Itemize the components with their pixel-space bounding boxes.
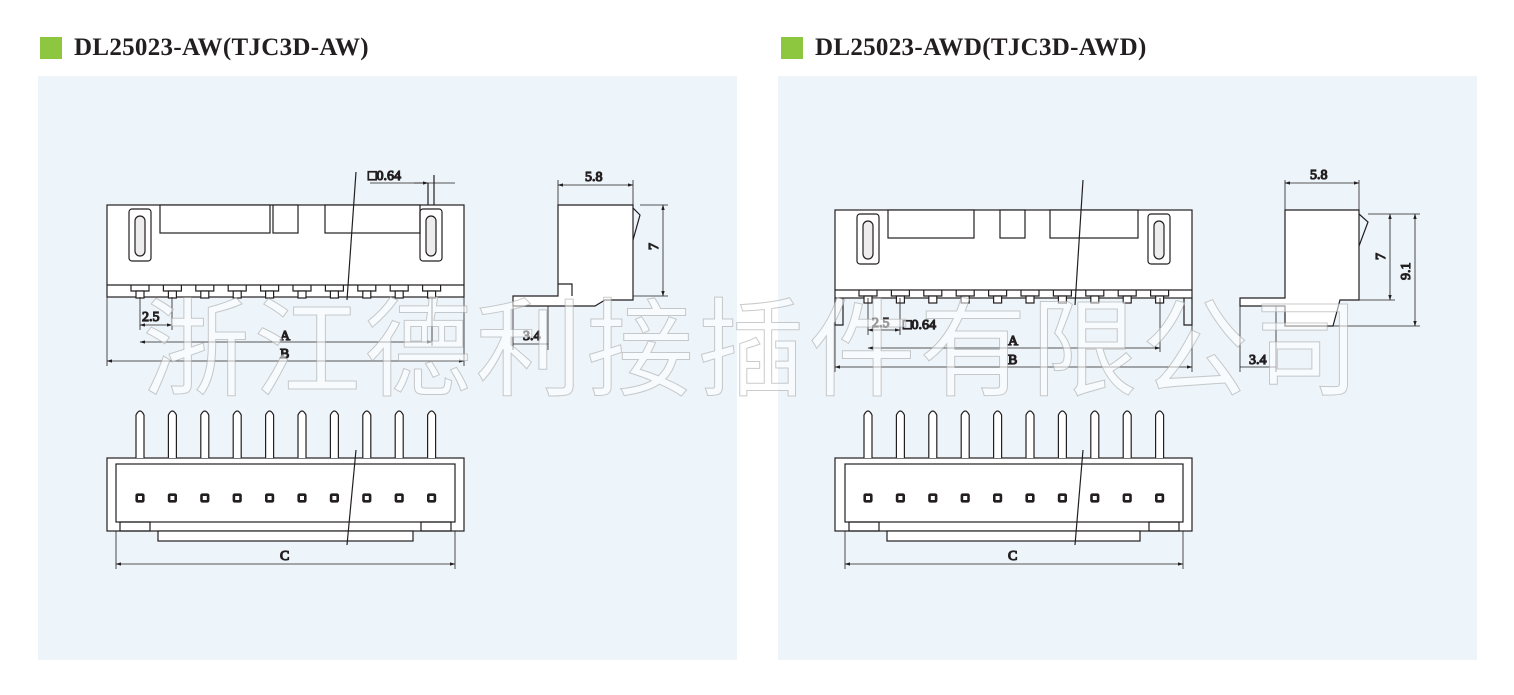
right-side-width-label: 5.8	[1310, 168, 1328, 183]
top-pin	[265, 410, 275, 503]
top-pin	[297, 410, 307, 503]
front-pin-contact	[260, 285, 280, 299]
left-pitch-label: 2.5	[142, 310, 160, 325]
top-pin	[1154, 410, 1165, 503]
front-pin-contact	[357, 285, 377, 299]
top-pin	[1090, 410, 1100, 503]
top-pin	[863, 410, 873, 503]
right-part-number: DL25023-AWD(TJC3D-AWD)	[815, 34, 1147, 61]
right-pitch-label: 2.5	[872, 316, 890, 331]
front-pin-contact	[324, 285, 344, 299]
right-total-height-label: 9.1	[1399, 263, 1414, 281]
front-pin-contact	[227, 285, 247, 299]
top-pin	[1057, 410, 1068, 503]
right-top-view: C	[834, 410, 1193, 569]
right-side-height-label: 7	[1374, 253, 1389, 260]
right-front-view	[834, 179, 1193, 326]
front-pin-contact	[292, 285, 312, 299]
left-section-heading: DL25023-AW(TJC3D-AW)	[40, 33, 369, 63]
right-dim-a-label: A	[1008, 334, 1019, 349]
top-pin	[329, 410, 339, 503]
top-pin	[960, 410, 970, 503]
top-pin	[362, 410, 372, 503]
top-pin	[992, 410, 1003, 503]
left-front-view	[106, 171, 465, 301]
front-pin-contact	[890, 290, 910, 304]
right-dim-b-label: B	[1008, 353, 1017, 368]
top-pin	[1122, 410, 1132, 503]
right-section-heading: DL25023-AWD(TJC3D-AWD)	[781, 33, 1147, 63]
top-pin	[895, 410, 906, 503]
top-pin	[427, 410, 437, 503]
right-side-view: 5.8 7 9.1 3.4	[1239, 167, 1420, 372]
left-dim-a-label: A	[280, 329, 291, 344]
front-pin-contact	[955, 290, 975, 304]
top-pin	[232, 410, 242, 503]
top-pin	[167, 410, 177, 503]
top-pin	[200, 410, 210, 503]
left-front-dimensions: □0.64 2.5 A B	[106, 168, 465, 366]
front-pin-contact	[988, 290, 1008, 304]
heading-marker	[781, 37, 803, 59]
front-pin-contact	[195, 285, 215, 299]
front-pin-contact	[1020, 290, 1040, 304]
right-dim-c-label: C	[1008, 549, 1017, 564]
front-pin-contact	[389, 285, 409, 299]
left-pin-size-label: □0.64	[368, 169, 401, 184]
front-pin-contact	[1117, 290, 1137, 304]
top-pin	[394, 410, 404, 503]
right-front-dimensions: 2.5 □0.64 A B	[834, 298, 1193, 372]
left-foot-label: 3.4	[523, 329, 541, 344]
left-dim-c-label: C	[280, 549, 289, 564]
top-pin	[135, 410, 145, 503]
front-pin-contact	[1085, 290, 1105, 304]
left-side-width-label: 5.8	[585, 170, 603, 185]
left-side-height-label: 7	[647, 243, 662, 250]
front-pin-contact	[923, 290, 943, 304]
right-pin-size-label: □0.64	[903, 318, 936, 333]
left-dim-b-label: B	[280, 347, 289, 362]
left-top-view: C	[106, 410, 465, 569]
heading-marker	[40, 37, 62, 59]
left-side-view: 5.8 7 3.4	[512, 169, 668, 350]
right-foot-label: 3.4	[1249, 353, 1267, 368]
top-pin	[928, 410, 938, 503]
top-pin	[1025, 410, 1035, 503]
front-pin-contact	[1052, 290, 1072, 304]
left-part-number: DL25023-AW(TJC3D-AW)	[74, 34, 369, 61]
